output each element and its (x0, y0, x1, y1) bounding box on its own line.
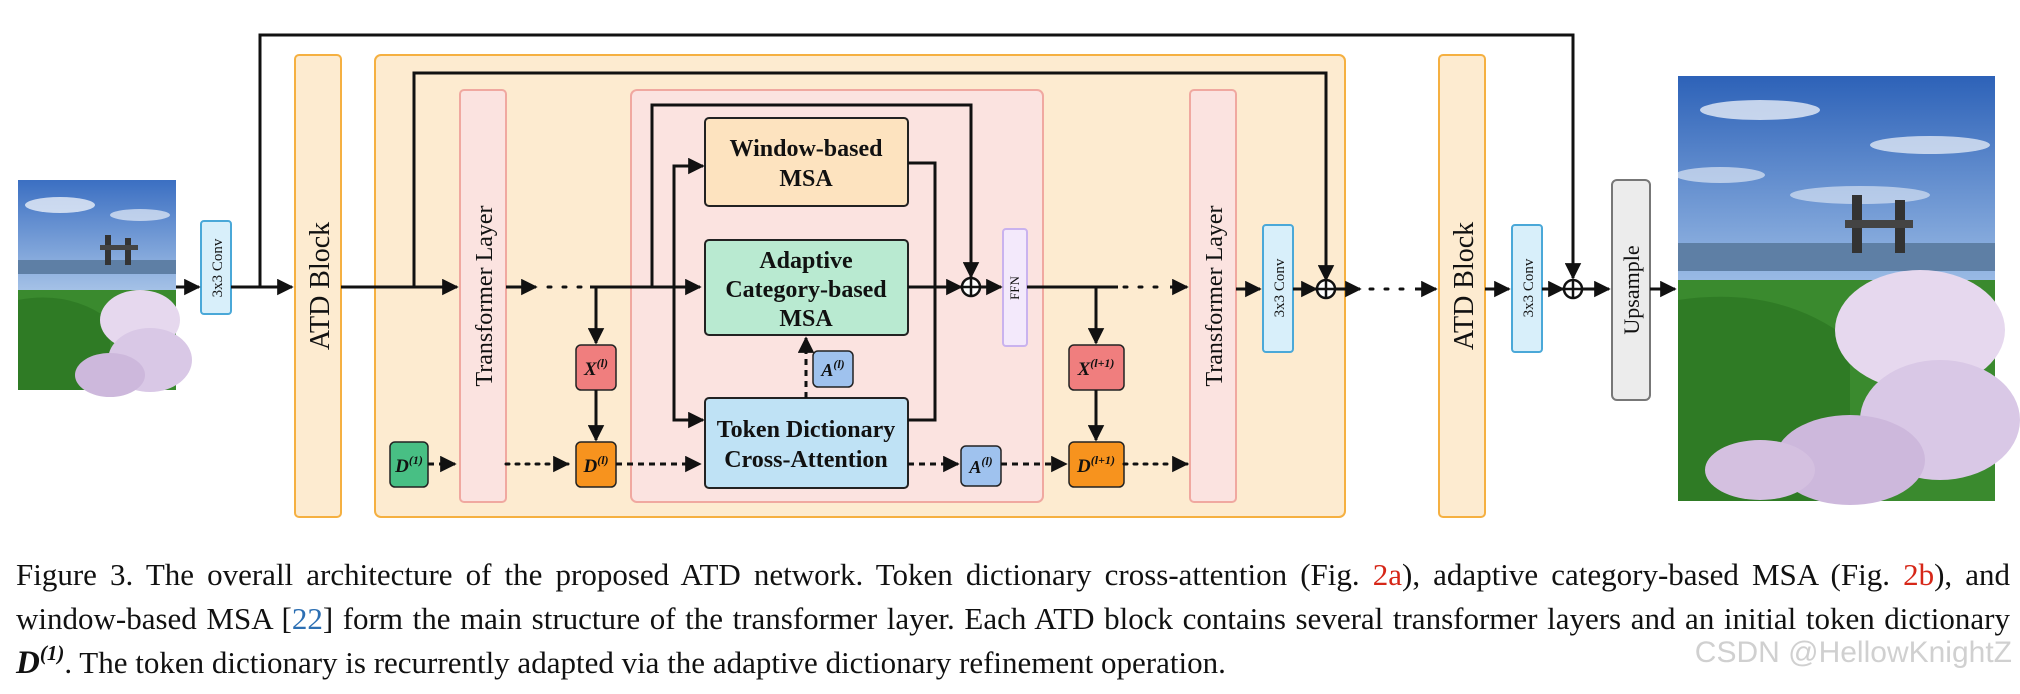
figure-ref-2a[interactable]: 2a (1372, 557, 1403, 592)
figure-label: Figure 3. (16, 557, 134, 592)
math-d1: D(1) (16, 641, 65, 682)
ffn-box: FFN (1002, 228, 1028, 347)
svg-text:Window-based: Window-based (730, 136, 884, 162)
output-image (1675, 76, 2020, 505)
svg-text:A(l): A(l) (820, 357, 844, 380)
adaptive-category-msa-box: Adaptive Category-based MSA (704, 239, 909, 336)
architecture-diagram: 3x3 Conv ATD Block Transformer Layer Win… (18, 33, 2020, 518)
svg-text:FFN: FFN (1007, 275, 1022, 299)
token-xl: X(l) (575, 344, 617, 391)
svg-text:ATD Block: ATD Block (305, 222, 336, 350)
window-based-msa-box: Window-based MSA (704, 117, 909, 207)
transformer-layer-last: Transformer Layer (1189, 89, 1237, 503)
token-d1: D(1) (389, 441, 429, 488)
input-image (18, 180, 192, 397)
atd-block-last: ATD Block (1438, 54, 1486, 518)
citation-link[interactable]: 22 (291, 601, 323, 636)
svg-text:Transformer Layer: Transformer Layer (1202, 205, 1228, 386)
conv-3x3-last: 3x3 Conv (1511, 224, 1543, 353)
caption-text-2: ), adaptive category-based MSA (Fig. (1402, 557, 1904, 592)
svg-text:Transformer Layer: Transformer Layer (472, 205, 498, 386)
token-dictionary-cross-attention-box: Token Dictionary Cross-Attention (704, 397, 909, 489)
sum-node-outer (1562, 278, 1584, 300)
sum-node-ffn (960, 276, 982, 298)
conv-3x3-first: 3x3 Conv (200, 220, 232, 315)
svg-text:Cross-Attention: Cross-Attention (724, 447, 888, 473)
svg-text:3x3 Conv: 3x3 Conv (210, 238, 226, 297)
caption-text-5: . The token dictionary is recurrently ad… (64, 645, 1226, 680)
token-al-out: A(l) (960, 445, 1002, 487)
svg-text:D(1): D(1) (394, 453, 423, 477)
token-dl: D(l) (575, 441, 617, 488)
svg-text:X(l): X(l) (583, 356, 608, 380)
svg-text:Upsample: Upsample (1619, 245, 1644, 334)
svg-text:A(l): A(l) (968, 454, 992, 477)
upsample-box: Upsample (1611, 179, 1651, 401)
figure-caption: Figure 3. The overall architecture of th… (16, 553, 2010, 685)
token-xl1: X(l+1) (1068, 344, 1125, 391)
sum-node-inner (1315, 278, 1337, 300)
atd-block-first: ATD Block (294, 54, 342, 518)
svg-text:3x3 Conv: 3x3 Conv (1521, 258, 1537, 317)
transformer-layer-first: Transformer Layer (459, 89, 507, 503)
caption-text-1: The overall architecture of the proposed… (145, 557, 1373, 592)
conv-3x3-inner: 3x3 Conv (1262, 224, 1294, 353)
svg-text:D(l): D(l) (582, 453, 608, 477)
svg-text:3x3 Conv: 3x3 Conv (1272, 258, 1288, 317)
figure-ref-2b[interactable]: 2b (1903, 557, 1935, 592)
connectors (176, 33, 1677, 473)
svg-text:Token Dictionary: Token Dictionary (717, 417, 895, 443)
svg-text:Category-based: Category-based (725, 277, 887, 303)
svg-text:ATD Block: ATD Block (1449, 222, 1480, 350)
svg-text:X(l+1): X(l+1) (1077, 356, 1115, 380)
caption-text-4: ] form the main structure of the transfo… (322, 601, 2010, 636)
svg-text:Adaptive: Adaptive (759, 248, 853, 274)
token-al-up: A(l) (812, 350, 854, 388)
token-dl1: D(l+1) (1068, 441, 1125, 488)
caption-text-3: ), and window-based MSA [ (16, 557, 2010, 636)
svg-text:MSA: MSA (779, 166, 833, 192)
svg-text:MSA: MSA (779, 306, 833, 332)
svg-text:D(l+1): D(l+1) (1076, 453, 1115, 477)
watermark: CSDN @HellowKnightZ (1694, 636, 2012, 669)
